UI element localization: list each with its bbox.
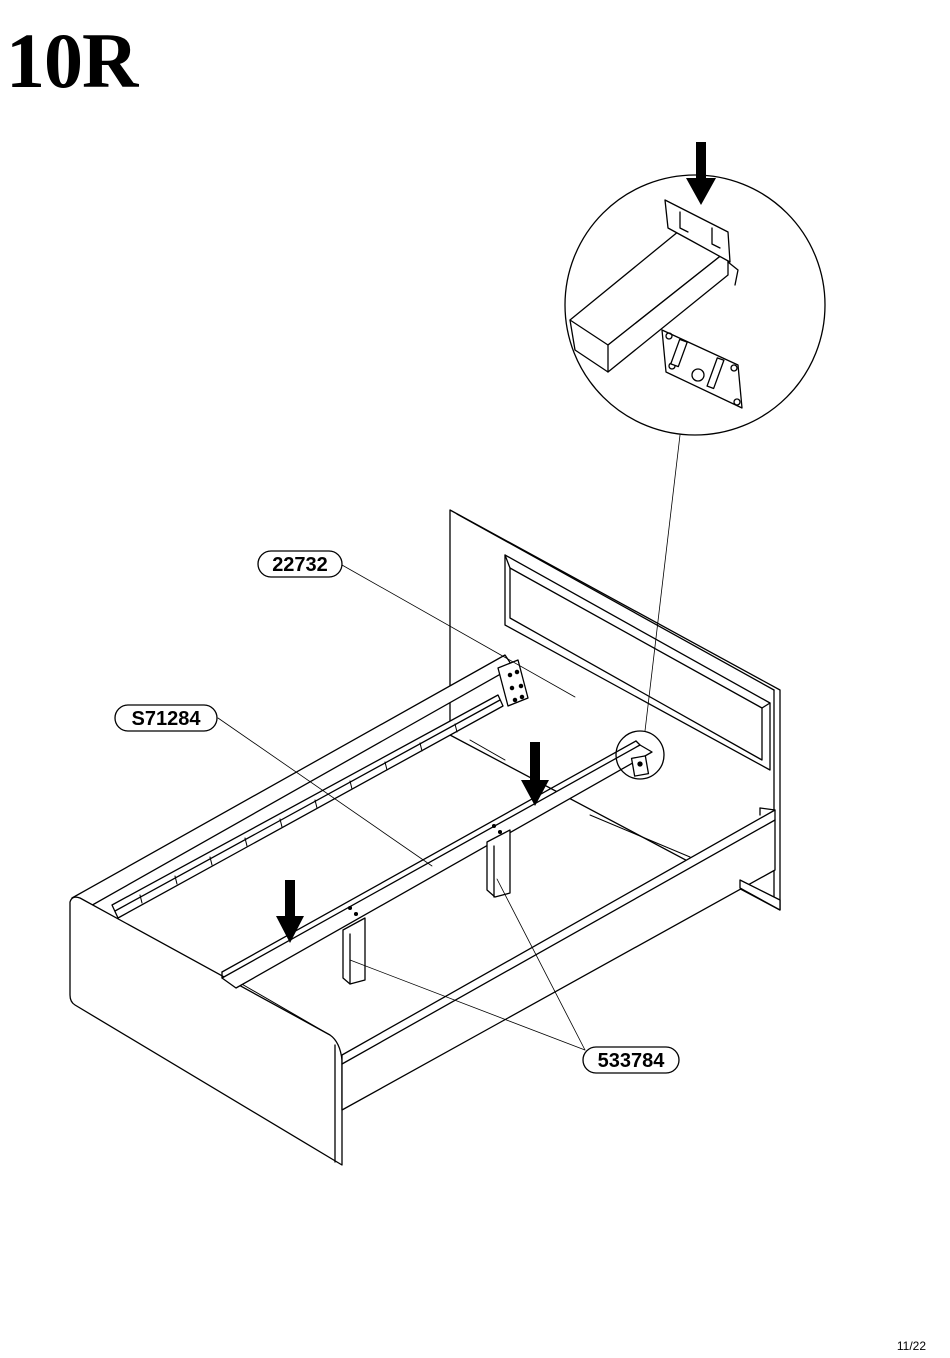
arrow-down-icon bbox=[276, 880, 304, 943]
part-label-533784: 533784 bbox=[598, 1050, 666, 1072]
part-label-S71284: S71284 bbox=[132, 708, 202, 730]
detail-bubble bbox=[565, 175, 825, 435]
side-rail-right bbox=[342, 808, 780, 1110]
part-label-22732: 22732 bbox=[272, 554, 328, 576]
page-number: 11/22 bbox=[897, 1340, 926, 1352]
